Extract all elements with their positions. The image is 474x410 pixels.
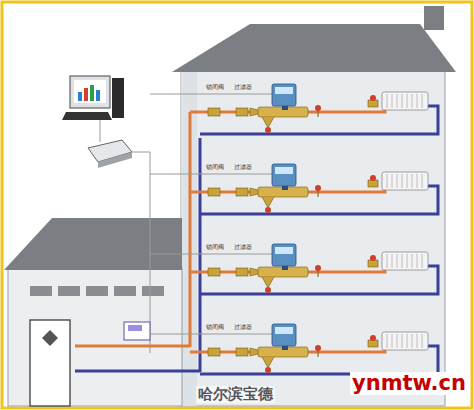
- valve-label: 过滤器: [234, 84, 252, 90]
- watermark: 哈尔滨宝德: [196, 386, 275, 403]
- valve-label: 锁闭阀: [206, 244, 224, 250]
- valve-label: 过滤器: [234, 244, 252, 250]
- valve-label: 锁闭阀: [206, 324, 224, 330]
- valve-label: 锁闭阀: [206, 84, 224, 90]
- valve-label: 过滤器: [234, 164, 252, 170]
- valve-label: 锁闭阀: [206, 164, 224, 170]
- watermark: ynmtw.cn: [350, 372, 468, 395]
- valve-label: 过滤器: [234, 324, 252, 330]
